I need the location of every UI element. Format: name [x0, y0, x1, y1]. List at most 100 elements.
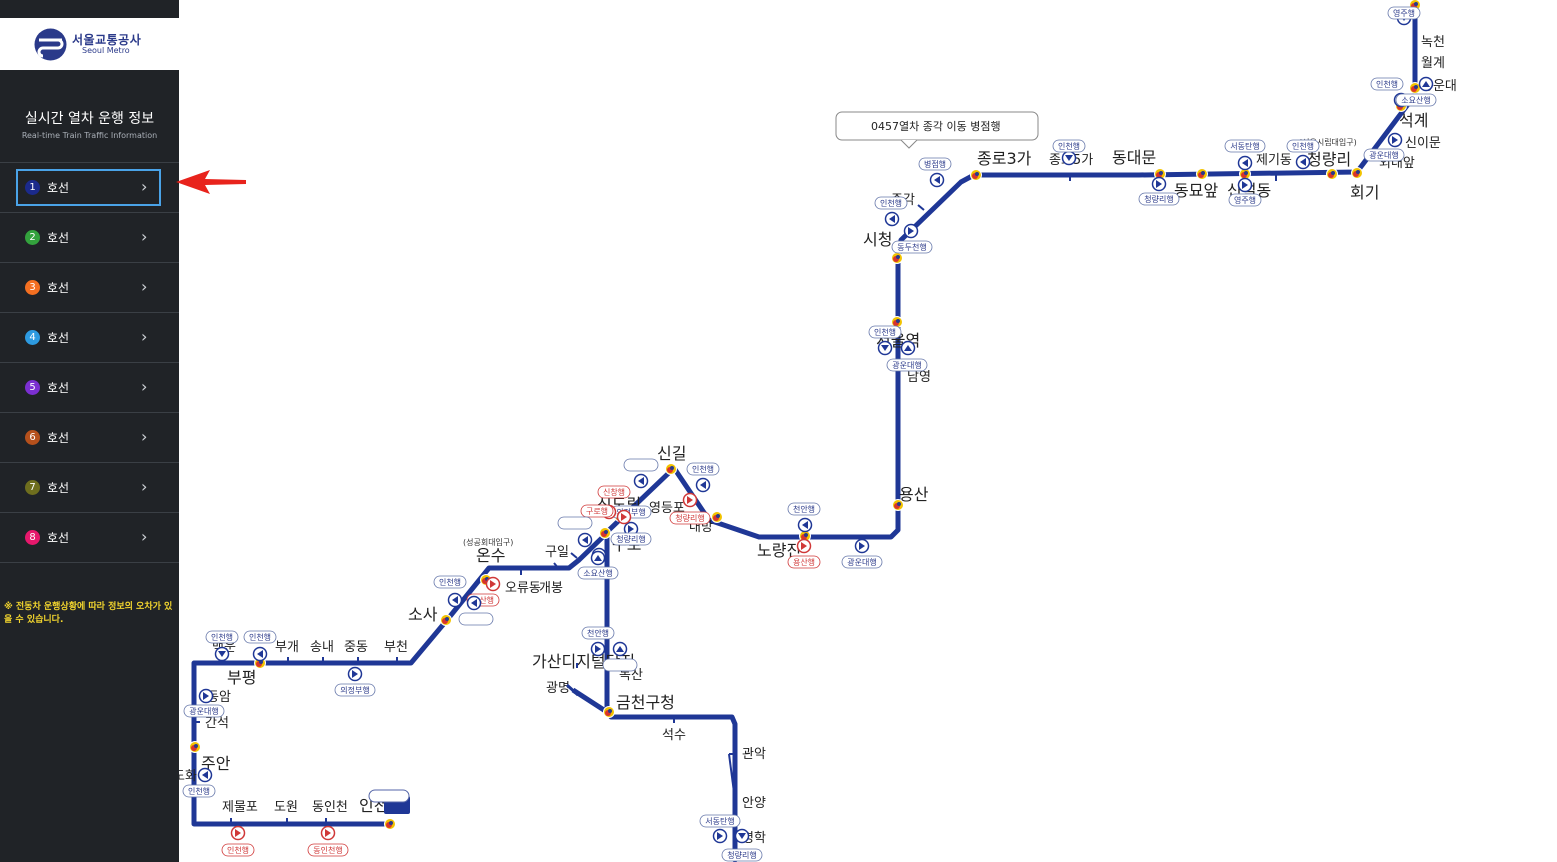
- station-onsu[interactable]: 온수: [476, 546, 505, 565]
- station-singil[interactable]: 신길: [657, 444, 686, 463]
- station-juan[interactable]: 주안: [201, 754, 231, 773]
- train-marker[interactable]: 인천행: [182, 767, 216, 798]
- seoul-metro-logo[interactable]: 서울교통공사 Seoul Metro: [0, 18, 179, 70]
- train-marker[interactable]: 광운대행: [841, 538, 883, 569]
- train-marker[interactable]: 영주행: [1387, 6, 1421, 26]
- station-jegidong[interactable]: 제기동: [1256, 153, 1292, 168]
- station-dongdaemun[interactable]: 동대문: [1112, 148, 1156, 167]
- train-marker[interactable]: [458, 595, 494, 626]
- transfer-station-icon[interactable]: [1409, 82, 1421, 94]
- station-seokgye[interactable]: 석계: [1399, 111, 1428, 130]
- station-doksan[interactable]: 독산: [619, 668, 643, 683]
- station-ganseok[interactable]: 간석: [205, 716, 229, 731]
- station-yongsan[interactable]: 용산: [899, 485, 929, 504]
- train-marker[interactable]: 광운대행: [1363, 132, 1405, 162]
- train-marker[interactable]: 인천행: [433, 575, 467, 608]
- train-marker[interactable]: 소요산행: [577, 550, 619, 580]
- transfer-station-icon[interactable]: [440, 614, 452, 626]
- station-dohwa[interactable]: 도화: [179, 769, 197, 784]
- train-marker[interactable]: 청량리행: [1138, 176, 1180, 206]
- transfer-station-icon[interactable]: [799, 530, 811, 542]
- station-seoksu[interactable]: 석수: [662, 728, 686, 743]
- line-map[interactable]: 0457열차 종각 이동 병점행 종로3가 종로5가 동대문 동묘앞 신설동 제…: [179, 0, 1557, 862]
- station-bucheon[interactable]: 부천: [384, 640, 408, 655]
- station-sinimun[interactable]: 신이문: [1405, 136, 1441, 151]
- train-marker[interactable]: 인천행: [1286, 139, 1320, 170]
- transfer-station-icon[interactable]: [891, 252, 903, 264]
- station-bupyeong[interactable]: 부평: [227, 668, 256, 687]
- train-marker[interactable]: 인천행: [221, 825, 255, 857]
- transfer-station-icon[interactable]: [1326, 168, 1338, 180]
- transfer-station-icon[interactable]: [599, 527, 611, 539]
- train-marker[interactable]: 인천행: [243, 630, 277, 662]
- station-nokcheon[interactable]: 녹천: [1421, 35, 1445, 50]
- train-marker[interactable]: 서동탄행: [1224, 139, 1266, 171]
- train-marker[interactable]: 소요산행: [1395, 76, 1437, 107]
- train-marker[interactable]: [623, 458, 659, 489]
- train-marker[interactable]: 광운대행: [183, 688, 225, 718]
- station-cityhall[interactable]: 시청: [863, 230, 892, 249]
- train-marker[interactable]: 인천행: [686, 462, 720, 493]
- station-jungdong[interactable]: 중동: [344, 640, 368, 655]
- train-marker[interactable]: 병점행: [918, 157, 952, 188]
- train-marker[interactable]: 의정부행: [334, 666, 376, 697]
- train-marker[interactable]: 구로행: [580, 504, 617, 520]
- station-oryudong[interactable]: 오류동: [505, 581, 541, 596]
- station-geumcheon[interactable]: 금천구청: [616, 693, 675, 712]
- train-marker[interactable]: 청량리행: [721, 828, 763, 862]
- transfer-station-icon[interactable]: [711, 511, 723, 523]
- station-jemulpo[interactable]: 제물포: [222, 800, 258, 815]
- transfer-station-icon[interactable]: [603, 706, 615, 718]
- transfer-station-icon[interactable]: [1351, 167, 1363, 179]
- train-marker[interactable]: 천안행: [581, 626, 615, 657]
- train-marker[interactable]: 인천행: [868, 325, 902, 356]
- train-marker[interactable]: 인천행: [1052, 139, 1086, 166]
- transfer-station-icon[interactable]: [189, 741, 201, 753]
- station-dongincheon[interactable]: 동인천: [312, 800, 348, 815]
- station-anyang[interactable]: 안양: [742, 796, 766, 811]
- train-marker[interactable]: 광운대행: [886, 340, 928, 372]
- train-marker[interactable]: 동인천행: [307, 825, 349, 857]
- station-dongmyo[interactable]: 동묘앞: [1174, 181, 1218, 200]
- transfer-station-icon[interactable]: [665, 463, 677, 475]
- station-bugae[interactable]: 부개: [275, 640, 299, 655]
- transfer-station-icon[interactable]: [970, 169, 982, 181]
- transfer-station-icon[interactable]: [892, 499, 904, 511]
- train-marker[interactable]: 동두천행: [891, 223, 933, 254]
- station-jongno3ga[interactable]: 종로3가: [977, 149, 1032, 168]
- transfer-station-icon[interactable]: [891, 316, 903, 328]
- train-marker[interactable]: 천안행: [787, 502, 821, 533]
- station-dongam[interactable]: 동암: [207, 690, 231, 705]
- transfer-station-icon[interactable]: [384, 818, 396, 830]
- transfer-station-icon[interactable]: [1239, 168, 1251, 180]
- train-marker[interactable]: 청량리행: [669, 492, 711, 525]
- train-marker[interactable]: 서동탄행: [699, 814, 741, 844]
- train-marker[interactable]: [557, 516, 593, 548]
- station-noryangjin[interactable]: 노량진: [757, 541, 801, 560]
- train-marker[interactable]: 영주행: [1228, 177, 1262, 207]
- station-hoegi[interactable]: 회기: [1350, 183, 1379, 202]
- train-marker[interactable]: 인천행: [205, 630, 239, 662]
- station-gwanak[interactable]: 관악: [742, 747, 766, 762]
- station-gwangmyeong[interactable]: 광명: [546, 681, 570, 696]
- train-marker[interactable]: 용산행: [787, 538, 821, 569]
- train-marker[interactable]: 신창행: [597, 485, 632, 525]
- station-sosa[interactable]: 소사: [408, 605, 438, 624]
- station-namyeong[interactable]: 남영: [907, 370, 931, 385]
- station-wolgye[interactable]: 월계: [1421, 56, 1445, 71]
- station-songnae[interactable]: 송내: [310, 640, 334, 655]
- station-cheongnyangni[interactable]: 청량리: [1307, 150, 1351, 169]
- station-gaebong[interactable]: 개봉: [539, 581, 563, 596]
- train-marker[interactable]: [602, 641, 638, 672]
- transfer-station-icon[interactable]: [1196, 168, 1208, 180]
- station-dowon[interactable]: 도원: [274, 800, 298, 815]
- station-guil[interactable]: 구일: [545, 545, 569, 560]
